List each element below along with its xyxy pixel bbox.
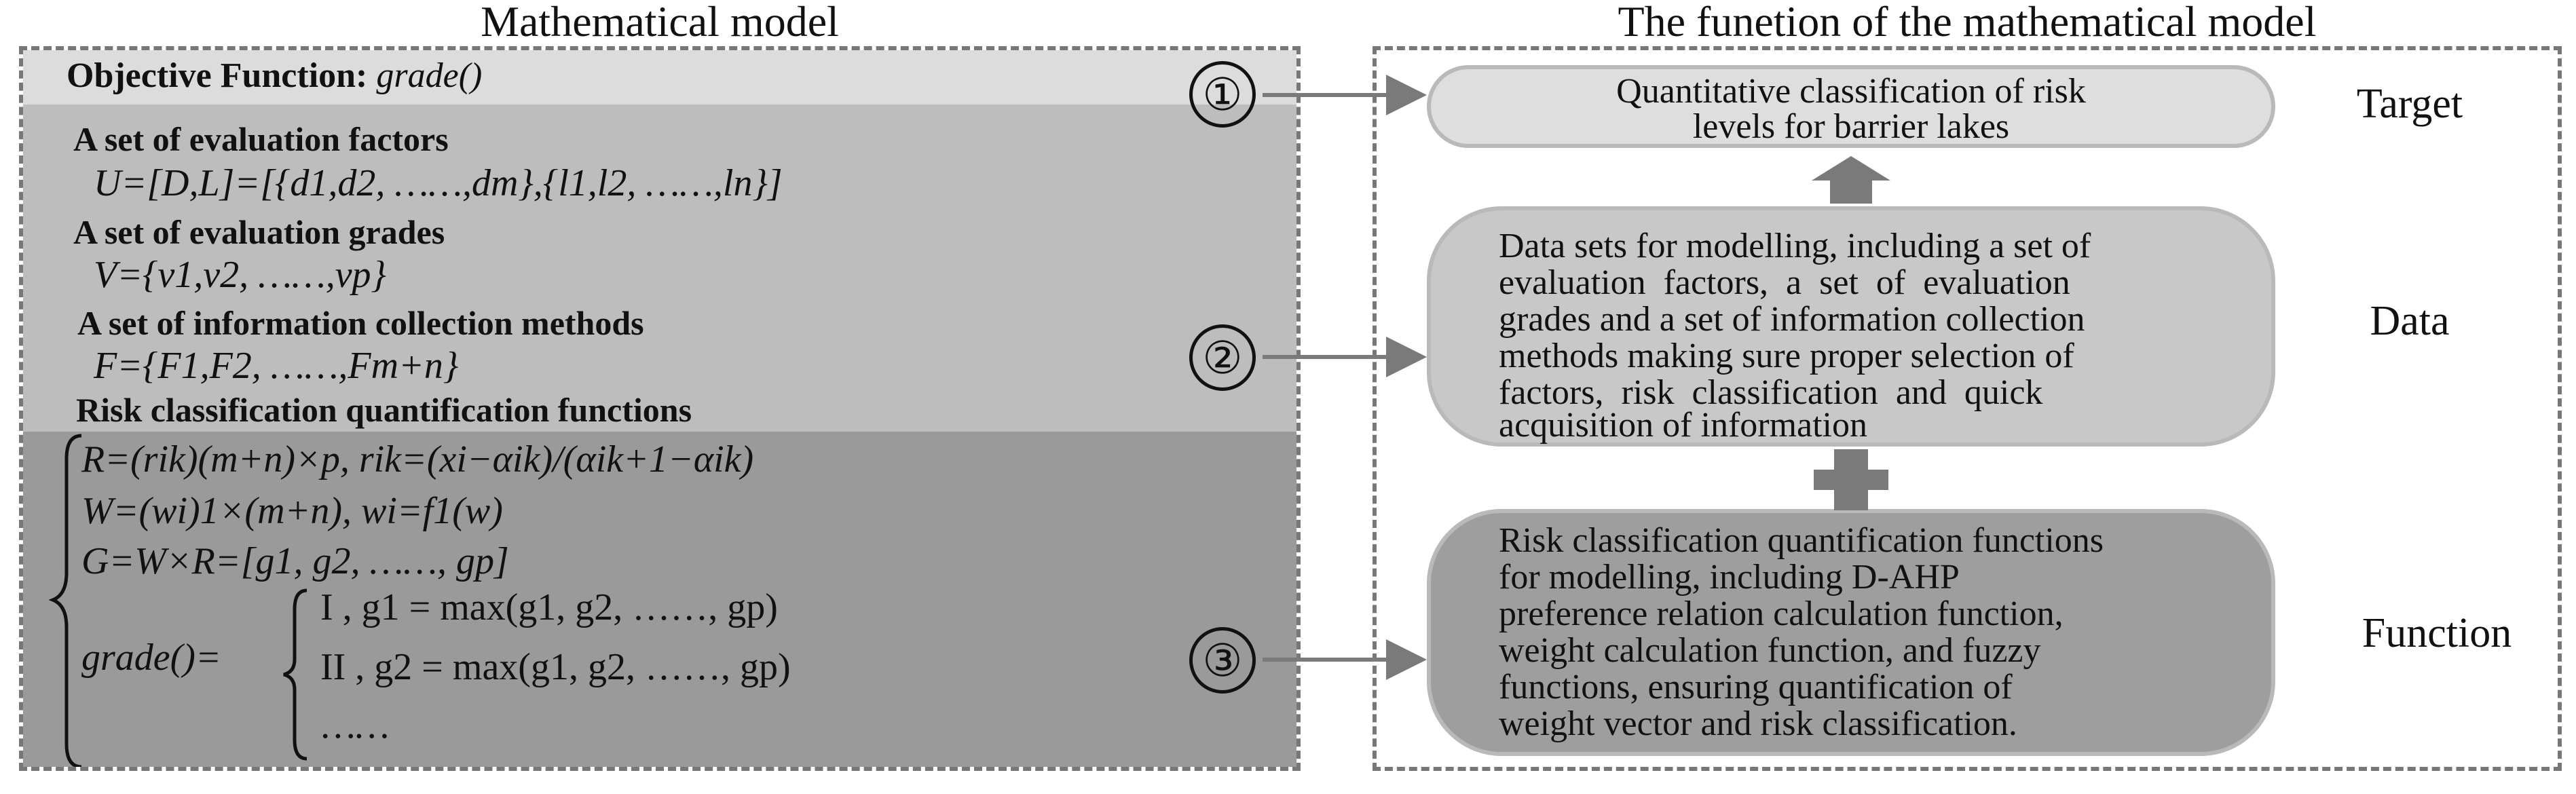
data-line-4: methods making sure proper selection of	[1499, 337, 2074, 375]
target-label: Target	[2356, 81, 2463, 127]
equation-w: W=(wi)1×(m+n), wi=f1(w)	[81, 490, 503, 532]
grade-case-2: II , g2 = max(g1, g2, ……, gp)	[320, 646, 791, 688]
objective-band	[23, 50, 1296, 105]
function-line-6: weight vector and risk classification.	[1499, 704, 2017, 743]
left-header: Mathematical model	[481, 0, 839, 45]
data-line-6: acquisition of information	[1499, 406, 1868, 445]
functions-heading: Risk classification quantification funct…	[76, 391, 692, 429]
factors-formula: U=[D,L]=[{d1,d2, ……,dm},{l1,l2, ……,ln}]	[94, 161, 783, 206]
data-pill: Data sets for modelling, including a set…	[1427, 206, 2275, 447]
marker-2: ②	[1189, 324, 1256, 391]
objective-value: grade()	[376, 56, 483, 95]
function-label: Function	[2362, 610, 2512, 656]
data-line-5: factors, risk classification and quick	[1499, 373, 2043, 412]
methods-heading: A set of information collection methods	[77, 304, 644, 342]
data-line-2: evaluation factors, a set of evaluation	[1499, 263, 2070, 302]
target-pill: Quantitative classification of risk leve…	[1427, 65, 2275, 148]
function-line-5: functions, ensuring quantification of	[1499, 668, 2013, 706]
target-line-2: levels for barrier lakes	[1692, 107, 2010, 146]
right-header: The funetion of the mathematical model	[1618, 0, 2317, 45]
marker-1: ①	[1189, 61, 1256, 128]
grade-case-3: ……	[322, 704, 390, 746]
grades-formula: V={v1,v2, ……,vp}	[94, 254, 386, 296]
function-line-2: for modelling, including D-AHP	[1499, 558, 1960, 597]
methods-formula: F={F1,F2, ……,Fm+n}	[94, 345, 459, 387]
up-arrow	[1812, 156, 1890, 204]
function-line-3: preference relation calculation function…	[1499, 594, 2064, 633]
factors-heading: A set of evaluation factors	[73, 120, 449, 158]
mathematical-model-panel: Objective Function: grade() A set of eva…	[19, 46, 1301, 771]
system-brace	[49, 434, 82, 767]
plus-connector	[1814, 449, 1888, 510]
objective-label: Objective Function:	[67, 56, 368, 95]
data-line-3: grades and a set of information collecti…	[1499, 300, 2085, 339]
functions-band	[23, 432, 1296, 767]
function-pill: Risk classification quantification funct…	[1427, 509, 2275, 756]
data-label: Data	[2370, 298, 2450, 344]
sets-band	[23, 105, 1296, 432]
function-line-1: Risk classification quantification funct…	[1499, 521, 2104, 560]
grade-brace	[283, 588, 307, 761]
grade-lhs: grade()=	[81, 637, 221, 679]
grades-heading: A set of evaluation grades	[73, 213, 445, 251]
function-line-4: weight calculation function, and fuzzy	[1499, 631, 2041, 670]
data-line-1: Data sets for modelling, including a set…	[1499, 227, 2091, 265]
objective-row: Objective Function: grade()	[67, 56, 482, 96]
function-panel	[1373, 46, 2562, 771]
target-line-1: Quantitative classification of risk	[1616, 72, 2086, 111]
factors-formula-text: U=[D,L]=[{d1,d2, ……,dm},{l1,l2, ……,ln}]	[94, 162, 783, 204]
equation-r: R=(rik)(m+n)×p, rik=(xi−αik)/(αik+1−αik)	[81, 438, 754, 480]
grade-case-1: I , g1 = max(g1, g2, ……, gp)	[320, 586, 778, 628]
equation-g: G=W×R=[g1, g2, ……, gp]	[81, 540, 509, 582]
marker-3: ③	[1189, 627, 1256, 694]
